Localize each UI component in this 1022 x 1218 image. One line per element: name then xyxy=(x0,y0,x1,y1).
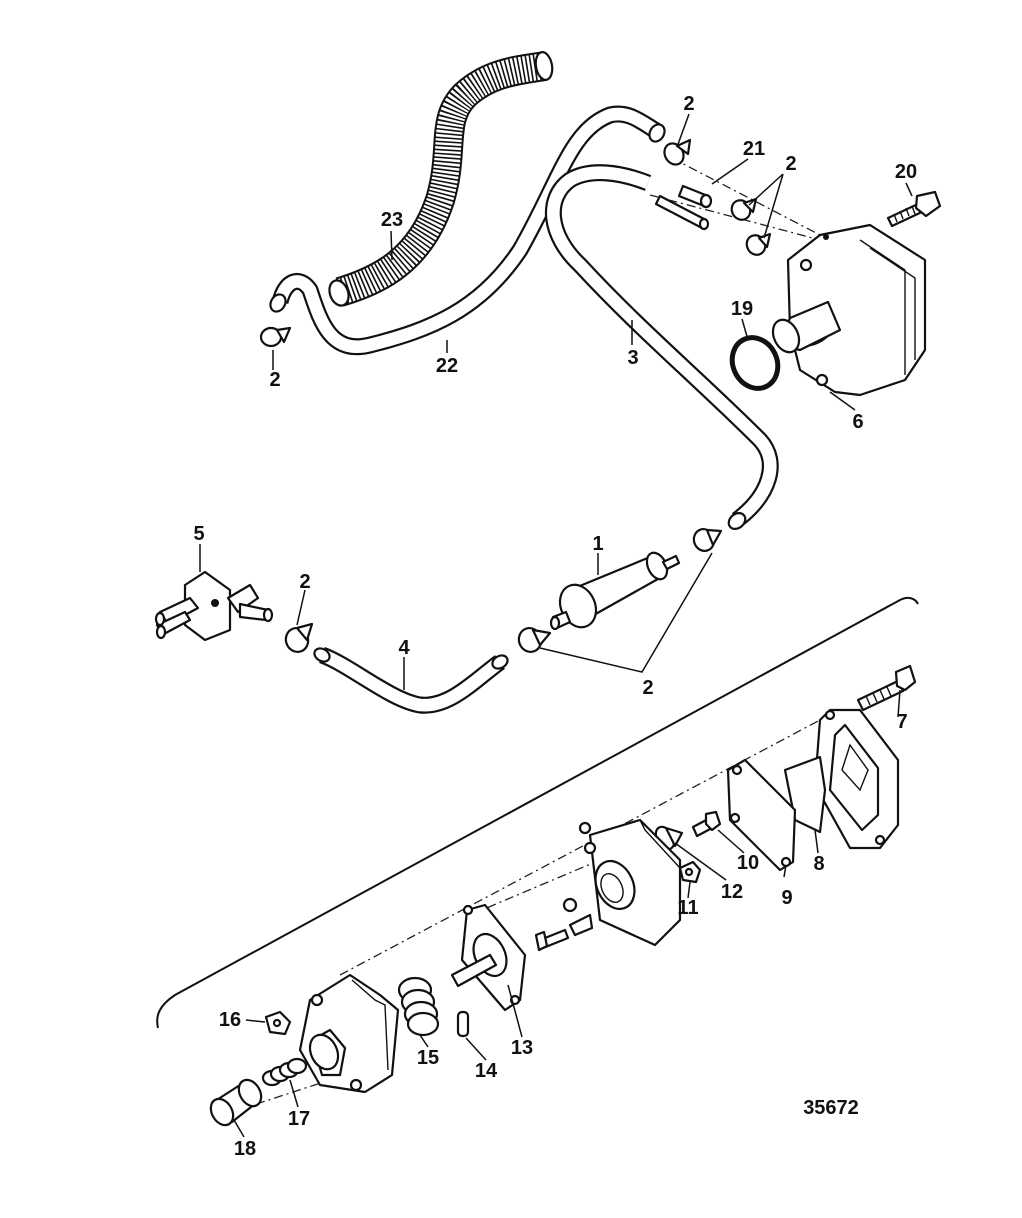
corrugated-hose-23 xyxy=(328,51,554,307)
hose-clamp-2-filter-in xyxy=(517,627,552,653)
callout-21: 21 xyxy=(743,138,765,160)
nut-11 xyxy=(678,860,702,884)
hose-clamp-2-mid-a xyxy=(730,197,758,221)
callout-2: 2 xyxy=(269,369,280,391)
callout-8: 8 xyxy=(813,853,824,875)
fuel-pump-6 xyxy=(771,223,927,397)
hose-clamp-2-left xyxy=(259,326,292,348)
callout-22: 22 xyxy=(436,355,458,377)
callout-20: 20 xyxy=(895,161,917,183)
callout-5: 5 xyxy=(193,523,204,545)
assembly-boundary-line xyxy=(156,596,919,1029)
callout-7: 7 xyxy=(896,711,907,733)
callout-18: 18 xyxy=(234,1138,256,1160)
pump-cover xyxy=(298,973,400,1094)
plug-18 xyxy=(209,1078,263,1127)
screw-20 xyxy=(886,190,942,228)
fuel-filter-1 xyxy=(549,551,681,631)
callout-3: 3 xyxy=(627,347,638,369)
fuel-connector-5 xyxy=(154,570,274,642)
callout-10: 10 xyxy=(737,852,759,874)
callout-16: 16 xyxy=(219,1009,241,1031)
assembly-line-lower xyxy=(237,719,821,1111)
callout-19: 19 xyxy=(731,298,753,320)
callout-2: 2 xyxy=(299,571,310,593)
callout-11: 11 xyxy=(677,897,698,919)
callout-labels: 2 21 2 20 23 19 2 22 3 6 5 1 2 4 2 7 8 1… xyxy=(193,93,917,1160)
fuel-hose-3 xyxy=(544,164,779,530)
hose-connector-21 xyxy=(654,184,713,231)
callout-23: 23 xyxy=(381,209,403,231)
gasket-9 xyxy=(726,758,797,872)
callout-6: 6 xyxy=(852,411,863,433)
callout-12: 12 xyxy=(721,881,743,903)
callout-2: 2 xyxy=(683,93,694,115)
leader-lines xyxy=(199,113,913,1138)
callout-9: 9 xyxy=(781,887,792,909)
callout-4: 4 xyxy=(398,637,410,659)
o-ring-19 xyxy=(729,335,781,391)
pin-14 xyxy=(456,1010,470,1038)
fuel-hose-22 xyxy=(269,105,666,356)
spring-17 xyxy=(261,1057,308,1087)
hose-clamp-2-mid-b xyxy=(745,232,772,256)
callout-14: 14 xyxy=(475,1060,498,1082)
hose-clamp-2-filter-out xyxy=(692,528,723,552)
screw-7 xyxy=(856,664,917,712)
callout-2: 2 xyxy=(642,677,653,699)
callout-1: 1 xyxy=(592,533,603,555)
callout-13: 13 xyxy=(511,1037,533,1059)
fuel-hose-4 xyxy=(313,646,509,714)
pump-body xyxy=(534,818,682,952)
figure-number: 35672 xyxy=(803,1097,859,1119)
diaphragm-13 xyxy=(450,903,527,1012)
screw-10 xyxy=(691,810,722,838)
hose-clamp-2-fitting xyxy=(284,622,314,653)
callout-17: 17 xyxy=(288,1108,310,1130)
callout-2: 2 xyxy=(785,153,796,175)
nut-16 xyxy=(264,1010,292,1036)
spring-15 xyxy=(397,976,440,1037)
callout-15: 15 xyxy=(417,1047,439,1069)
hose-clamp-2-upper xyxy=(663,138,692,166)
cover-8 xyxy=(813,708,900,850)
